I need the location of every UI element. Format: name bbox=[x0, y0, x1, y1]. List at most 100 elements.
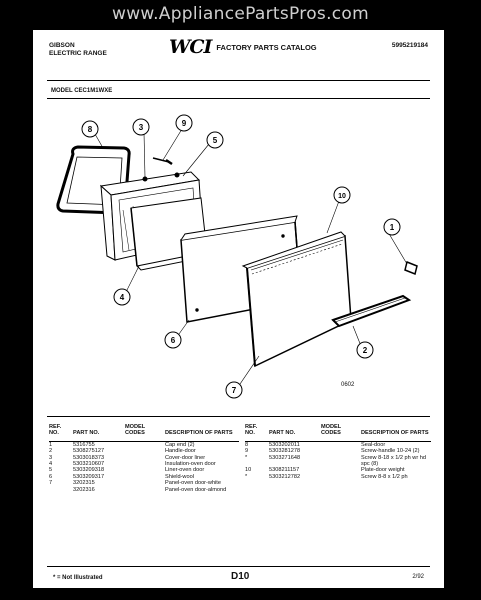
table-header-rule-left bbox=[49, 441, 239, 442]
watermark: www.AppliancePartsPros.com bbox=[112, 4, 369, 24]
description-cell: Seal-door bbox=[361, 441, 386, 448]
table-row: 9 5303281278 Screw-handle 10-24 (2) bbox=[243, 448, 435, 454]
table-row: * 5303212782 Screw 8-8 x 1/2 ph bbox=[243, 474, 435, 480]
cap-end-part bbox=[404, 260, 418, 276]
header-logo-block: WCI FACTORY PARTS CATALOG bbox=[169, 36, 317, 58]
callout-label: 2 bbox=[363, 346, 368, 355]
callout-1: 1 bbox=[383, 218, 401, 236]
callout-label: 6 bbox=[171, 336, 176, 345]
table-top-rule bbox=[47, 416, 430, 417]
description-cell: Screw 8-18 x 1/2 ph wr hd spc (8) bbox=[361, 454, 426, 468]
part-no-header: PART NO. bbox=[73, 430, 100, 437]
description-cell: Cap end (2) bbox=[165, 441, 195, 448]
page-number: D10 bbox=[231, 571, 250, 582]
ref-no-header: REF. NO. bbox=[245, 424, 258, 437]
model-codes-header: MODEL CODES bbox=[125, 424, 146, 437]
table-header-rule-right bbox=[245, 441, 431, 442]
description-cell: Panel-oven door-white bbox=[165, 480, 221, 487]
catalog-number: 5995219184 bbox=[391, 42, 428, 49]
ref-no-header: REF. NO. bbox=[49, 424, 62, 437]
part-no-cell: 3202316 bbox=[73, 486, 95, 493]
ref-no-cell: 3 bbox=[49, 454, 53, 461]
part-no-cell: 5308275127 bbox=[73, 448, 105, 455]
description-cell: Screw-handle 10-24 (2) bbox=[361, 448, 420, 455]
table-row: 4 5303210607 Insulation-oven door bbox=[47, 461, 243, 467]
callout-label: 8 bbox=[88, 125, 93, 134]
callout-label: 10 bbox=[338, 193, 346, 200]
callout-label: 7 bbox=[232, 386, 237, 395]
ref-no-cell: * bbox=[245, 473, 248, 480]
description-cell: Plate-door weight bbox=[361, 467, 405, 474]
header-brand-block: GIBSON ELECTRIC RANGE bbox=[49, 42, 107, 58]
door-panel-part bbox=[241, 231, 352, 368]
model-codes-cell bbox=[123, 487, 163, 493]
description-cell: Cover-door liner bbox=[165, 454, 206, 461]
diagram-code: 0602 bbox=[341, 382, 355, 388]
part-no-cell: 5303202011 bbox=[269, 441, 300, 448]
ref-no-cell: 8 bbox=[245, 441, 249, 448]
screw-part bbox=[152, 157, 173, 166]
exploded-door-diagram: 8 3 9 5 10 1 4 bbox=[56, 114, 418, 399]
not-illustrated-note: * = Not Illustrated bbox=[53, 575, 103, 581]
ref-no-cell: 9 bbox=[245, 448, 249, 455]
footer-rule bbox=[47, 566, 430, 567]
callout-9: 9 bbox=[175, 114, 193, 132]
model-rule bbox=[47, 98, 430, 99]
ref-no-cell: 4 bbox=[49, 461, 53, 468]
catalog-date: 2/92 bbox=[412, 574, 424, 580]
product-name: ELECTRIC RANGE bbox=[49, 50, 107, 57]
part-no-cell: 5303210607 bbox=[73, 461, 105, 468]
part-no-cell: 5303212782 bbox=[269, 473, 301, 480]
description-cell: Insulation-oven door bbox=[165, 461, 216, 468]
callout-2: 2 bbox=[356, 341, 374, 359]
leader-lines bbox=[94, 128, 408, 388]
part-no-cell: 5303018373 bbox=[73, 454, 105, 461]
model-codes-cell bbox=[319, 474, 359, 480]
table-row: 7 3202315 Panel-oven door-white bbox=[47, 480, 243, 486]
callout-7: 7 bbox=[225, 381, 243, 399]
callout-4: 4 bbox=[113, 288, 131, 306]
callout-6: 6 bbox=[164, 331, 182, 349]
wci-logo: WCI bbox=[169, 36, 212, 58]
part-no-cell: 5308211157 bbox=[269, 467, 300, 474]
ref-no-cell: 5 bbox=[49, 467, 53, 474]
part-no-header: PART NO. bbox=[269, 430, 296, 437]
ref-no-cell: 1 bbox=[49, 441, 53, 448]
callout-label: 5 bbox=[213, 136, 218, 145]
model-codes-cell bbox=[319, 455, 359, 468]
callout-10: 10 bbox=[333, 186, 351, 204]
callout-label: 9 bbox=[182, 119, 187, 128]
ref-no-cell: 2 bbox=[49, 448, 53, 455]
part-no-cell: 5303209318 bbox=[73, 467, 105, 474]
table-row: * 5303271648 Screw 8-18 x 1/2 ph wr hd spc… bbox=[243, 455, 435, 468]
catalog-title: FACTORY PARTS CATALOG bbox=[216, 42, 317, 52]
callout-label: 3 bbox=[139, 123, 144, 132]
part-no-cell: 5303271648 bbox=[269, 454, 301, 461]
description-cell: Shield-wool bbox=[165, 473, 194, 480]
part-no-cell: 5303209317 bbox=[73, 473, 105, 480]
table-row: 10 5308211157 Plate-door weight bbox=[243, 467, 435, 473]
model-label: MODEL CEC1M1WXE bbox=[51, 88, 113, 94]
callout-8: 8 bbox=[81, 120, 99, 138]
description-header: DESCRIPTION OF PARTS bbox=[165, 430, 233, 437]
part-no-cell: 3202315 bbox=[73, 480, 95, 487]
ref-no-cell: 7 bbox=[49, 480, 53, 487]
callout-5: 5 bbox=[206, 131, 224, 149]
ref-no-cell: 6 bbox=[49, 473, 53, 480]
description-cell: Handle-door bbox=[165, 448, 196, 455]
door-handle-part bbox=[331, 294, 412, 328]
callout-label: 1 bbox=[390, 223, 395, 232]
ref-no-cell: * bbox=[245, 454, 248, 461]
description-header: DESCRIPTION OF PARTS bbox=[361, 430, 429, 437]
part-no-cell: 5303281278 bbox=[269, 448, 301, 455]
description-cell: Screw 8-8 x 1/2 ph bbox=[361, 473, 408, 480]
model-codes-header: MODEL CODES bbox=[321, 424, 342, 437]
ref-no-cell: 10 bbox=[245, 467, 252, 474]
table-row: 2 5308275127 Handle-door bbox=[47, 448, 243, 454]
table-header-row: REF. NO. PART NO. MODEL CODES DESCRIPTIO… bbox=[47, 424, 243, 437]
table-header-row: REF. NO. PART NO. MODEL CODES DESCRIPTIO… bbox=[243, 424, 435, 437]
